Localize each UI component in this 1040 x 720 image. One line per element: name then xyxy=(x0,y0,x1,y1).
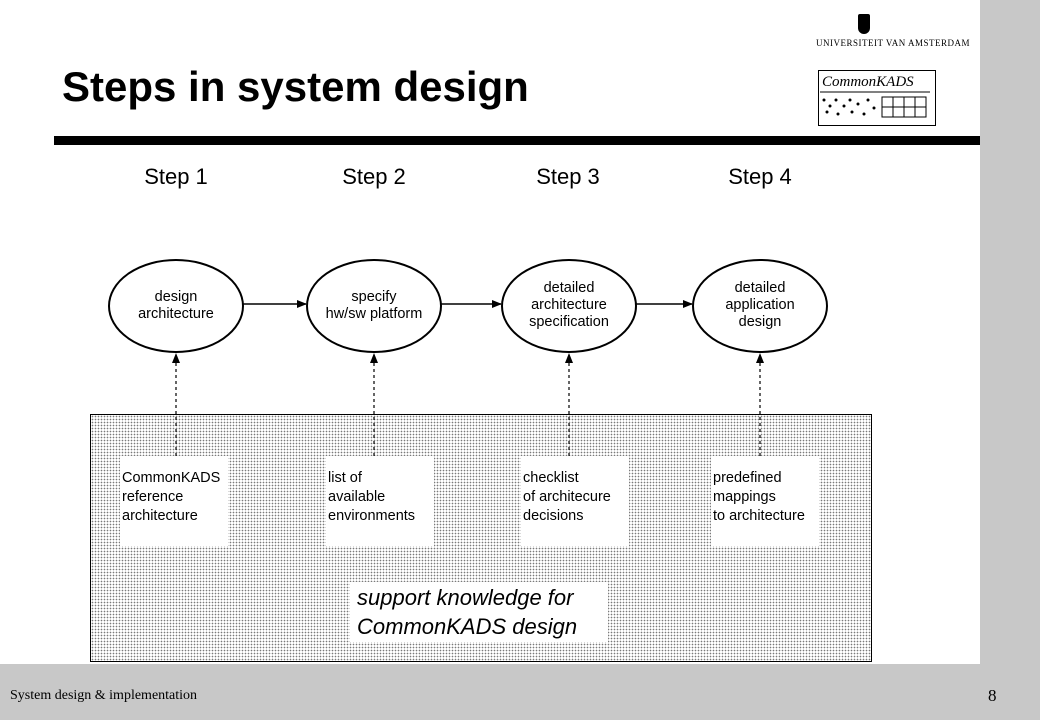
step-3-node-text: detailed architecture specification xyxy=(529,280,609,330)
source-box-2 xyxy=(326,456,434,546)
commonkads-logo xyxy=(818,70,936,126)
step-2-node xyxy=(306,259,442,353)
step-4-node-text: detailed application design xyxy=(725,280,795,330)
source-text-2: list of available environments xyxy=(328,470,416,524)
source-text-3: checklist of architecure decisions xyxy=(523,470,611,524)
step-1-label: Step 1 xyxy=(144,164,208,189)
step-1-node-text: design architecture xyxy=(138,289,214,322)
step-3-node xyxy=(501,259,637,353)
step-1-node xyxy=(108,259,244,353)
title-divider xyxy=(54,136,980,145)
source-box-4 xyxy=(711,456,819,546)
source-text-1: CommonKADS reference architecture xyxy=(122,470,221,524)
page-number: 8 xyxy=(988,686,997,705)
page-title: Steps in system design xyxy=(62,63,529,110)
source-text-4: predefined mappings to architecture xyxy=(713,470,805,524)
step-2-label: Step 2 xyxy=(342,164,406,189)
university-shield-icon xyxy=(858,14,870,34)
source-box-3 xyxy=(521,456,629,546)
right-gray-band xyxy=(980,0,1040,720)
step-2-node-text: specify hw/sw platform xyxy=(325,289,423,322)
support-label-text: support knowledge for CommonKADS design xyxy=(357,585,578,639)
step-4-node xyxy=(692,259,828,353)
footer-course-title: System design & implementation xyxy=(10,688,198,703)
logo-wordmark: CommonKADS xyxy=(822,74,914,90)
support-label-box xyxy=(350,582,608,642)
footer-band xyxy=(0,664,1040,720)
step-3-label: Step 3 xyxy=(536,164,600,189)
step-4-label: Step 4 xyxy=(728,164,792,189)
source-box-1 xyxy=(120,456,228,546)
university-name: UNIVERSITEIT VAN AMSTERDAM xyxy=(816,38,971,48)
